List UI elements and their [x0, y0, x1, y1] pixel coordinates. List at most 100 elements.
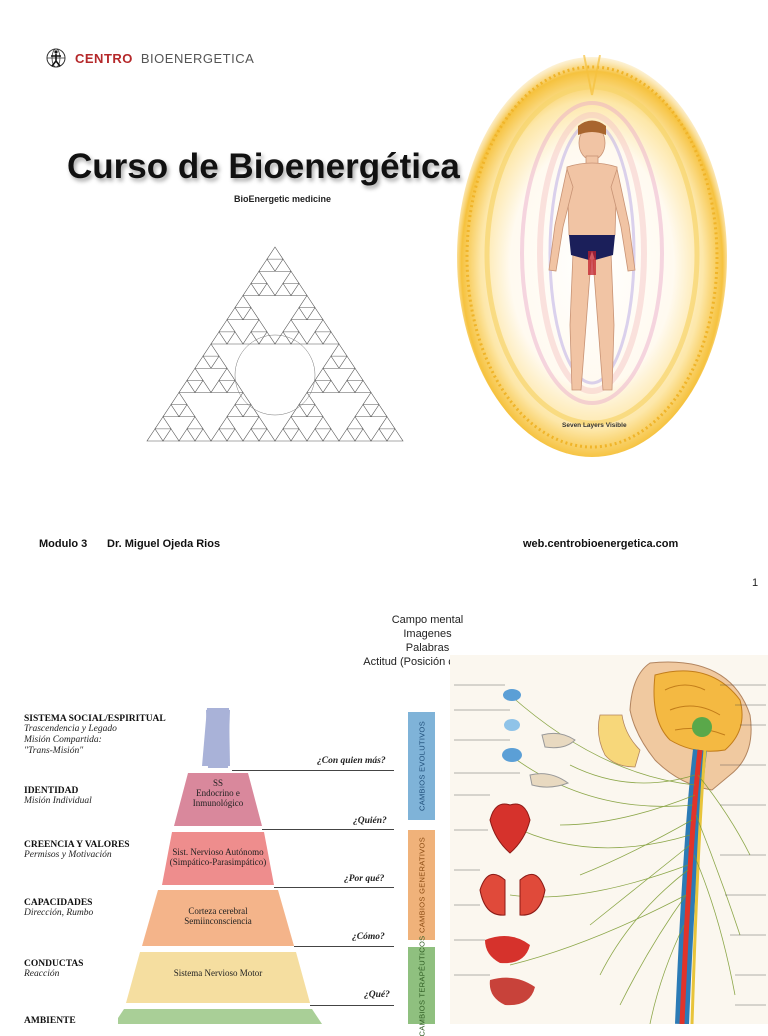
- sierpinski-cell: [162, 404, 180, 418]
- question-line: [310, 1005, 394, 1006]
- sierpinski-cell: [210, 355, 228, 369]
- sierpinski-cell: [314, 367, 332, 381]
- level-social-spiritual: SISTEMA SOCIAL/ESPIRITUAL Trascendencia …: [24, 714, 166, 757]
- sierpinski-cell: [226, 404, 244, 418]
- sierpinski-cell: [258, 428, 276, 442]
- sierpinski-cell: [178, 379, 196, 393]
- sierpinski-cell: [298, 391, 316, 405]
- sierpinski-cell: [290, 428, 308, 442]
- sierpinski-cell: [282, 319, 300, 333]
- sierpinski-cell: [218, 416, 236, 430]
- sierpinski-cell: [314, 416, 332, 430]
- level-environment: AMBIENTE: [24, 1016, 76, 1026]
- sierpinski-cell: [178, 428, 196, 442]
- sierpinski-cell: [338, 355, 356, 369]
- sierpinski-cell: [282, 416, 300, 430]
- band-therapeutic: CAMBIOS TERAPÉUTICOS: [408, 935, 435, 1036]
- page-number: 1: [752, 577, 759, 589]
- tier-label-motor: Sistema Nervioso Motor: [173, 968, 263, 978]
- sierpinski-cell: [242, 404, 260, 418]
- sierpinski-cell: [242, 282, 260, 296]
- level-heading: CAPACIDADES: [24, 898, 93, 908]
- brand-logo: CENTRO BIOENERGETICA: [45, 47, 254, 69]
- level-heading: AMBIENTE: [24, 1016, 76, 1026]
- sierpinski-cell: [194, 379, 212, 393]
- sacred-geometry-circle: [234, 334, 316, 416]
- sierpinski-cell: [298, 294, 316, 308]
- campo-line: Campo mental: [391, 614, 464, 626]
- band-label: CAMBIOS TERAPÉUTICOS: [417, 935, 426, 1036]
- sierpinski-cell: [378, 416, 396, 430]
- question-line: [262, 829, 394, 830]
- sierpinski-cell: [250, 270, 268, 284]
- sierpinski-cell: [210, 428, 228, 442]
- sierpinski-cell: [242, 428, 260, 442]
- module-label: Modulo 3: [39, 538, 88, 550]
- sierpinski-cell: [386, 428, 404, 442]
- sierpinski-cell: [234, 391, 252, 405]
- sierpinski-cell: [170, 391, 188, 405]
- sierpinski-cell: [186, 416, 204, 430]
- sierpinski-cell: [370, 404, 388, 418]
- logical-levels-pyramid: [118, 708, 322, 1024]
- sierpinski-cell: [178, 404, 196, 418]
- sierpinski-cell: [322, 379, 340, 393]
- sierpinski-cell: [210, 331, 228, 345]
- sierpinski-cell: [346, 367, 364, 381]
- level-sub: Misión Individual: [24, 796, 92, 806]
- sierpinski-cell: [322, 355, 340, 369]
- pyramid-tier-2: [174, 773, 262, 826]
- sierpinski-cell: [322, 428, 340, 442]
- sierpinski-cell: [202, 343, 220, 357]
- campo-line: Imagenes: [403, 628, 452, 640]
- logo-text-light: BIOENERGETICA: [140, 50, 255, 66]
- sierpinski-cell: [274, 258, 292, 272]
- course-title: Curso de Bioenergética: [67, 147, 460, 186]
- sierpinski-cell: [226, 379, 244, 393]
- pyramid-tier-3: [162, 832, 274, 885]
- sierpinski-cell: [226, 307, 244, 321]
- sierpinski-cell: [258, 282, 276, 296]
- band-label: CAMBIOS EVOLUTIVOS: [417, 720, 426, 812]
- campo-line: Palabras: [405, 642, 450, 654]
- tier-label-autonomic: Sist. Nervioso Autónomo (Simpático-Paras…: [169, 847, 267, 867]
- sierpinski-cell: [306, 404, 324, 418]
- sierpinski-cell: [250, 416, 268, 430]
- sierpinski-cell: [250, 319, 268, 333]
- sierpinski-cell: [338, 379, 356, 393]
- sierpinski-cell: [258, 258, 276, 272]
- level-beliefs: CREENCIA Y VALORES Permisos y Motivación: [24, 840, 130, 861]
- sierpinski-cell: [274, 331, 292, 345]
- pyramid-tier-4: [142, 890, 294, 946]
- level-heading: CREENCIA Y VALORES: [24, 840, 130, 850]
- level-behaviors: CONDUCTAS Reacción: [24, 959, 83, 980]
- sierpinski-cell: [210, 379, 228, 393]
- slide-1: CENTRO BIOENERGETICA Curso de Bioenergét…: [39, 47, 759, 589]
- sierpinski-cell: [234, 294, 252, 308]
- level-sub: Trascendencia y Legado: [24, 724, 117, 734]
- sierpinski-cell: [306, 307, 324, 321]
- level-heading: IDENTIDAD: [24, 786, 79, 796]
- course-subtitle: BioEnergetic medicine: [234, 194, 332, 204]
- sierpinski-cell: [194, 355, 212, 369]
- sierpinski-cell: [242, 307, 260, 321]
- sierpinski-cell: [330, 343, 348, 357]
- sierpinski-cell: [306, 379, 324, 393]
- sierpinski-cell: [290, 404, 308, 418]
- sierpinski-cell: [274, 428, 292, 442]
- logo-text-strong: CENTRO: [75, 50, 133, 66]
- level-capacities: CAPACIDADES Dirección, Rumbo: [24, 898, 93, 919]
- nervous-system-illustration: [450, 655, 768, 1024]
- author-name: Dr. Miguel Ojeda Rios: [107, 538, 221, 550]
- sierpinski-cell: [226, 331, 244, 345]
- website-link[interactable]: web.centrobioenergetica.com: [523, 538, 679, 550]
- organ-icons: [479, 689, 576, 1006]
- level-sub: Permisos y Motivación: [24, 850, 112, 860]
- band-generative: CAMBIOS GENERATIVOS: [408, 830, 435, 940]
- sierpinski-cell: [218, 319, 236, 333]
- sierpinski-cell: [258, 331, 276, 345]
- question-what: ¿Qué?: [364, 990, 390, 1000]
- aura-caption: Seven Layers Visible: [562, 422, 627, 429]
- tier-label-endocrine: SS Endocrino e Inmunológico: [160, 778, 276, 808]
- question-line: [294, 946, 394, 947]
